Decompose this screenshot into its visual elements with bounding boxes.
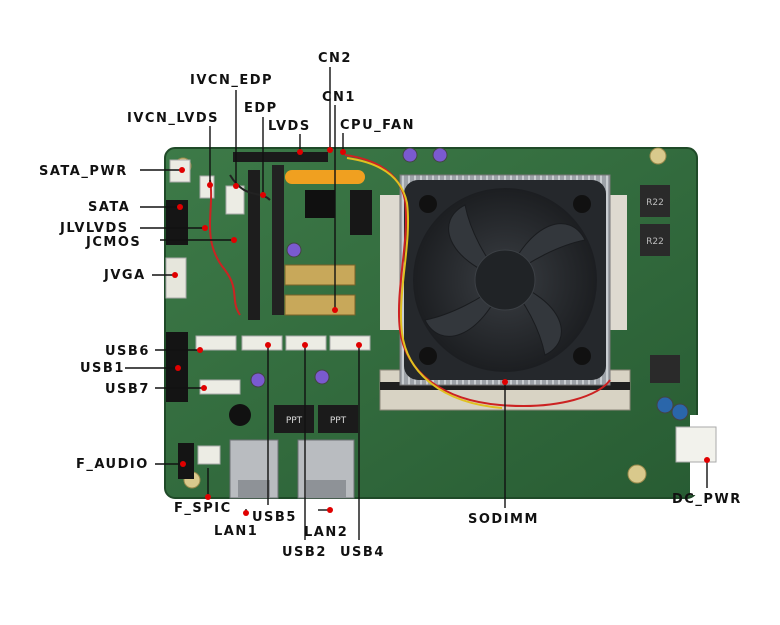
- label-lan1: LAN1: [214, 524, 258, 539]
- label-cn1: CN1: [322, 90, 356, 105]
- label-usb6: USB6: [105, 344, 150, 359]
- cpu-cooler: [399, 174, 611, 386]
- label-jlvlvds: JLVLVDS: [59, 221, 129, 236]
- label-usb5: USB5: [252, 510, 297, 525]
- label-dc-pwr: DC_PWR: [672, 492, 742, 507]
- top-header-pins: [233, 152, 328, 320]
- label-ivcn-edp: IVCN_EDP: [190, 73, 273, 88]
- labels: CN2 IVCN_EDP CN1 EDP IVCN_LVDS LVDS CPU_…: [39, 51, 742, 560]
- label-f-spic: F_SPIC: [174, 501, 232, 516]
- label-usb2: USB2: [282, 545, 327, 560]
- leader-lines: [125, 67, 710, 540]
- label-sata: SATA: [88, 200, 130, 215]
- label-usb4: USB4: [340, 545, 385, 560]
- svg-text:R22: R22: [646, 198, 664, 208]
- label-sodimm: SODIMM: [468, 512, 539, 527]
- label-edp: EDP: [244, 101, 278, 116]
- label-lan2: LAN2: [304, 525, 348, 540]
- label-f-audio: F_AUDIO: [76, 457, 149, 472]
- label-cpu-fan: CPU_FAN: [340, 118, 415, 133]
- label-usb1: USB1: [80, 361, 125, 376]
- sticker: [285, 170, 365, 184]
- svg-text:R22: R22: [646, 237, 664, 247]
- label-cn2: CN2: [318, 51, 352, 66]
- lan-ports: [229, 439, 355, 499]
- label-sata-pwr: SATA_PWR: [39, 164, 128, 179]
- transformer-2-text: PPT: [330, 416, 347, 426]
- label-jcmos: JCMOS: [85, 235, 141, 250]
- label-usb7: USB7: [105, 382, 150, 397]
- inductor-silkscreen: R22 R22: [646, 198, 664, 247]
- transformer-1-text: PPT: [286, 416, 303, 426]
- label-jvga: JVGA: [103, 268, 146, 283]
- fan-wires: [209, 154, 611, 409]
- label-ivcn-lvds: IVCN_LVDS: [127, 111, 219, 126]
- label-lvds: LVDS: [268, 119, 311, 134]
